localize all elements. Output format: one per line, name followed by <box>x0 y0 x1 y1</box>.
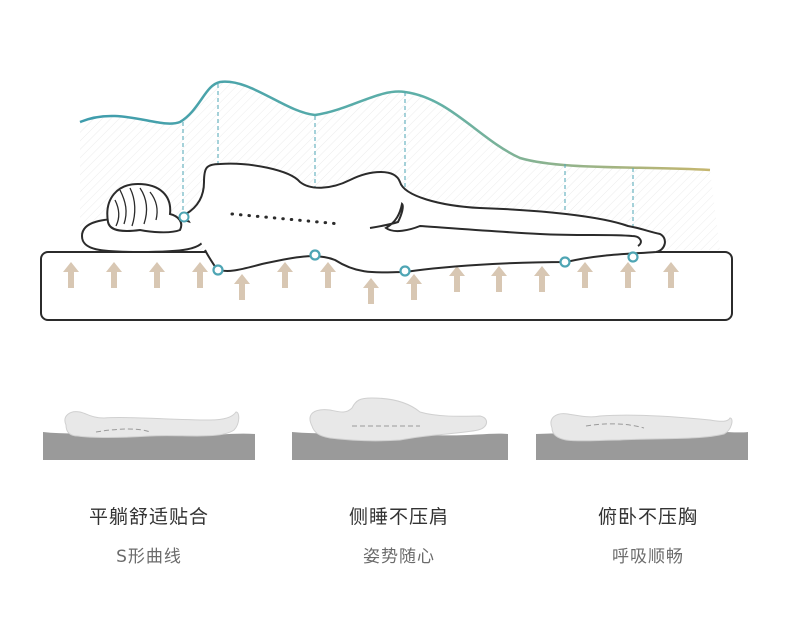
caption-flat: 平躺舒适贴合 <box>29 502 269 529</box>
caption-side-sub: 姿势随心 <box>279 542 519 567</box>
caption-subtitle: S形曲线 <box>29 542 269 567</box>
caption-title: 侧睡不压肩 <box>279 502 519 529</box>
caption-title: 平躺舒适贴合 <box>29 502 269 529</box>
pressure-point-icon <box>214 266 223 275</box>
caption-subtitle: 呼吸顺畅 <box>528 542 768 567</box>
caption-prone: 俯卧不压胸 <box>528 502 768 529</box>
caption-prone-sub: 呼吸顺畅 <box>528 542 768 567</box>
caption-subtitle: 姿势随心 <box>279 542 519 567</box>
pressure-point-icon <box>629 253 638 262</box>
pressure-point-icon <box>561 258 570 267</box>
pressure-point-icon <box>311 251 320 260</box>
pressure-point-icon <box>401 267 410 276</box>
caption-flat-sub: S形曲线 <box>29 542 269 567</box>
sleeper-silhouette-icon <box>551 414 732 441</box>
caption-side: 侧睡不压肩 <box>279 502 519 529</box>
panel-flat-illustration <box>43 412 255 460</box>
panel-prone-illustration <box>536 414 748 460</box>
sleeper-silhouette-icon <box>310 398 487 441</box>
sleeper-silhouette-icon <box>65 412 239 438</box>
panel-side-illustration <box>292 398 508 460</box>
caption-title: 俯卧不压胸 <box>528 502 768 529</box>
sleeper-ear <box>180 213 189 222</box>
